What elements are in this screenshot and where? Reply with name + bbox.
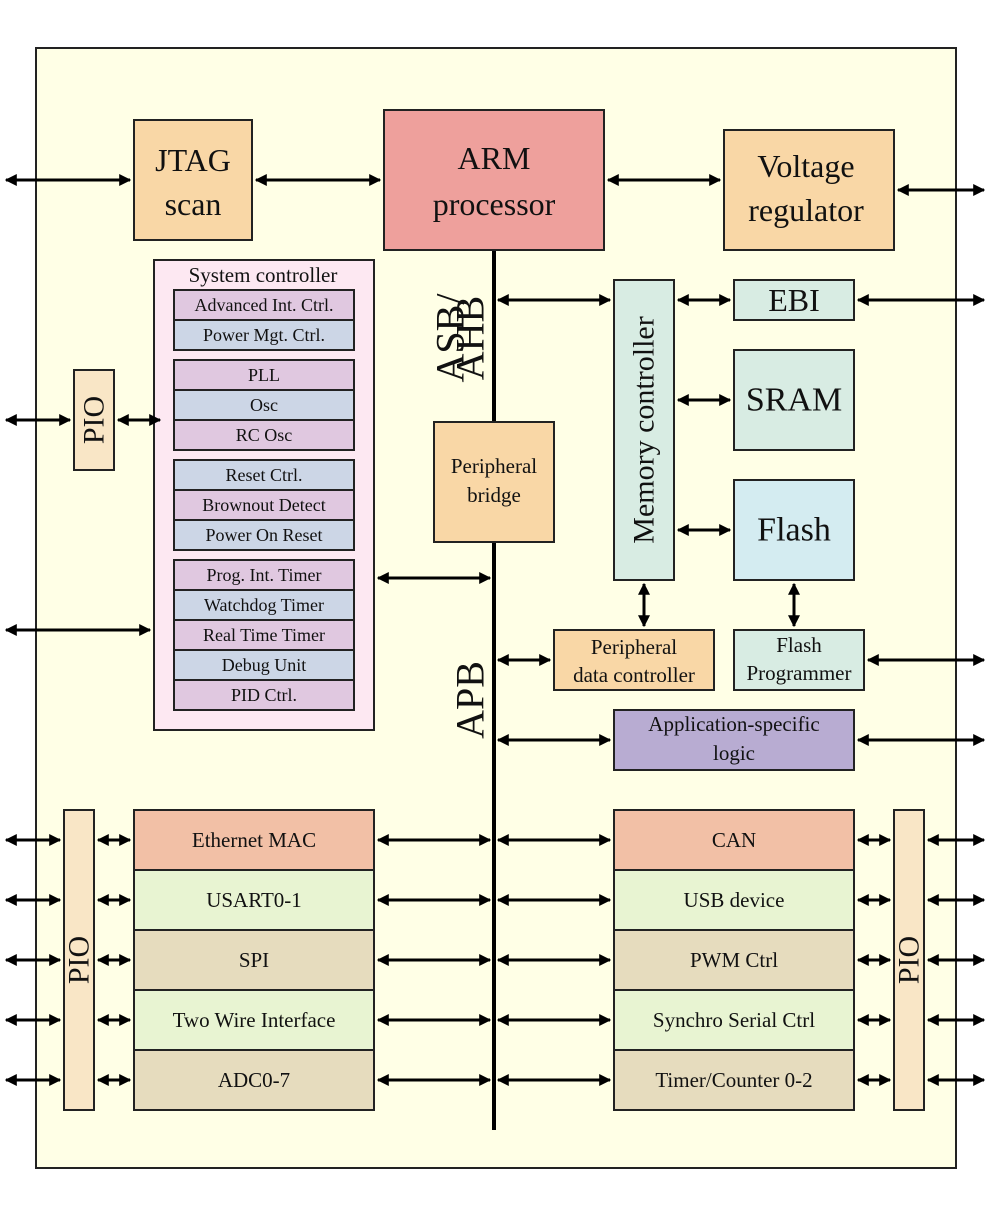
arm-label-line2: processor <box>433 186 556 222</box>
sysctrl-item-power-on-reset: Power On Reset <box>173 519 355 551</box>
peripheral-usart0-1: USART0-1 <box>133 869 375 931</box>
ebi-label: EBI <box>768 282 820 318</box>
memory-controller-block: Memory controller <box>613 279 675 581</box>
sysctrl-item-label: Advanced Int. Ctrl. <box>195 295 334 315</box>
peripheral-bridge-label-line1: Peripheral <box>451 454 537 478</box>
sram-block: SRAM <box>733 349 855 451</box>
pdc-label-line1: Peripheral <box>591 635 677 659</box>
sysctrl-item-label: PLL <box>248 365 280 385</box>
sysctrl-item-label: RC Osc <box>236 425 293 445</box>
peripheral-usb-device: USB device <box>613 869 855 931</box>
voltage-label-line1: Voltage <box>757 148 854 184</box>
sysctrl-item-label: Watchdog Timer <box>204 595 324 615</box>
peripheral-two-wire-interface: Two Wire Interface <box>133 989 375 1051</box>
peripheral-label: Synchro Serial Ctrl <box>653 1008 815 1032</box>
sysctrl-item-rc-osc: RC Osc <box>173 419 355 451</box>
peripheral-spi: SPI <box>133 929 375 991</box>
peripheral-can: CAN <box>613 809 855 871</box>
sysctrl-item-real-time-timer: Real Time Timer <box>173 619 355 651</box>
sysctrl-item-label: PID Ctrl. <box>231 685 297 705</box>
peripheral-bridge-label-line2: bridge <box>467 483 521 507</box>
sysctrl-item-pid-ctrl: PID Ctrl. <box>173 679 355 711</box>
pio-right-label: PIO <box>893 936 926 984</box>
sysctrl-item-label: Osc <box>250 395 278 415</box>
sysctrl-item-prog-int-timer: Prog. Int. Timer <box>173 559 355 591</box>
system-controller: System controller Advanced Int. Ctrl. Pow… <box>153 259 375 731</box>
app-logic-label-line1: Application-specific <box>648 712 819 736</box>
peripheral-bridge-block: Peripheral bridge <box>433 421 555 543</box>
peripheral-label: Ethernet MAC <box>192 828 316 852</box>
apb-label: APB <box>448 661 493 739</box>
ebi-block: EBI <box>733 279 855 321</box>
flash-block: Flash <box>733 479 855 581</box>
flash-programmer-label-line1: Flash <box>776 633 822 657</box>
flash-programmer-block: Flash Programmer <box>733 629 865 691</box>
asb-ahb-label-line2: AHB <box>448 296 493 380</box>
arm-processor-block: ARM processor <box>383 109 605 251</box>
sram-label: SRAM <box>746 382 842 419</box>
connectors <box>4 174 986 746</box>
pio-left-label: PIO <box>63 936 96 984</box>
sysctrl-item-brownout-detect: Brownout Detect <box>173 489 355 521</box>
sysctrl-item-label: Power Mgt. Ctrl. <box>203 325 325 345</box>
pio-system-block: PIO <box>73 369 115 471</box>
sysctrl-item-reset-ctrl: Reset Ctrl. <box>173 459 355 491</box>
jtag-label-line2: scan <box>165 186 222 222</box>
jtag-scan-block: JTAG scan <box>133 119 253 241</box>
sysctrl-item-label: Brownout Detect <box>202 495 325 515</box>
peripheral-label: ADC0-7 <box>218 1068 290 1092</box>
sysctrl-item-osc: Osc <box>173 389 355 421</box>
pio-system-label: PIO <box>78 396 111 444</box>
sysctrl-item-label: Prog. Int. Timer <box>206 565 321 585</box>
peripheral-connectors <box>4 834 986 1086</box>
peripheral-label: USART0-1 <box>206 888 302 912</box>
peripheral-adc0-7: ADC0-7 <box>133 1049 375 1111</box>
jtag-label-line1: JTAG <box>155 142 231 178</box>
sysctrl-item-advanced-int-ctrl: Advanced Int. Ctrl. <box>173 289 355 321</box>
flash-label: Flash <box>757 512 831 549</box>
peripheral-synchro-serial-ctrl: Synchro Serial Ctrl <box>613 989 855 1051</box>
arm-label-line1: ARM <box>458 140 531 176</box>
system-controller-title: System controller <box>189 263 338 287</box>
sysctrl-item-label: Debug Unit <box>222 655 307 675</box>
sysctrl-item-debug-unit: Debug Unit <box>173 649 355 681</box>
peripheral-timer-counter-0-2: Timer/Counter 0-2 <box>613 1049 855 1111</box>
application-specific-logic-block: Application-specific logic <box>613 709 855 771</box>
voltage-label-line2: regulator <box>748 192 864 228</box>
flash-programmer-label-line2: Programmer <box>747 661 852 685</box>
pio-left-block: PIO <box>63 809 96 1111</box>
peripheral-pwm-ctrl: PWM Ctrl <box>613 929 855 991</box>
peripheral-label: CAN <box>712 828 756 852</box>
sysctrl-item-label: Power On Reset <box>206 525 323 545</box>
peripheral-label: USB device <box>684 888 785 912</box>
pdc-label-line2: data controller <box>573 663 695 687</box>
memory-controller-label: Memory controller <box>628 316 661 543</box>
sysctrl-item-watchdog-timer: Watchdog Timer <box>173 589 355 621</box>
asb-ahb-label-line1: ASB/ <box>428 293 473 383</box>
sysctrl-item-pll: PLL <box>173 359 355 391</box>
sysctrl-item-label: Reset Ctrl. <box>226 465 303 485</box>
peripheral-ethernet-mac: Ethernet MAC <box>133 809 375 871</box>
pio-right-block: PIO <box>893 809 926 1111</box>
peripheral-label: PWM Ctrl <box>690 948 778 972</box>
peripheral-label: SPI <box>239 948 269 972</box>
sysctrl-item-power-mgt-ctrl: Power Mgt. Ctrl. <box>173 319 355 351</box>
peripheral-data-controller-block: Peripheral data controller <box>553 629 715 691</box>
sysctrl-item-label: Real Time Timer <box>203 625 325 645</box>
voltage-regulator-block: Voltage regulator <box>723 129 895 251</box>
peripheral-label: Two Wire Interface <box>173 1008 336 1032</box>
peripheral-label: Timer/Counter 0-2 <box>655 1068 812 1092</box>
app-logic-label-line2: logic <box>713 741 755 765</box>
